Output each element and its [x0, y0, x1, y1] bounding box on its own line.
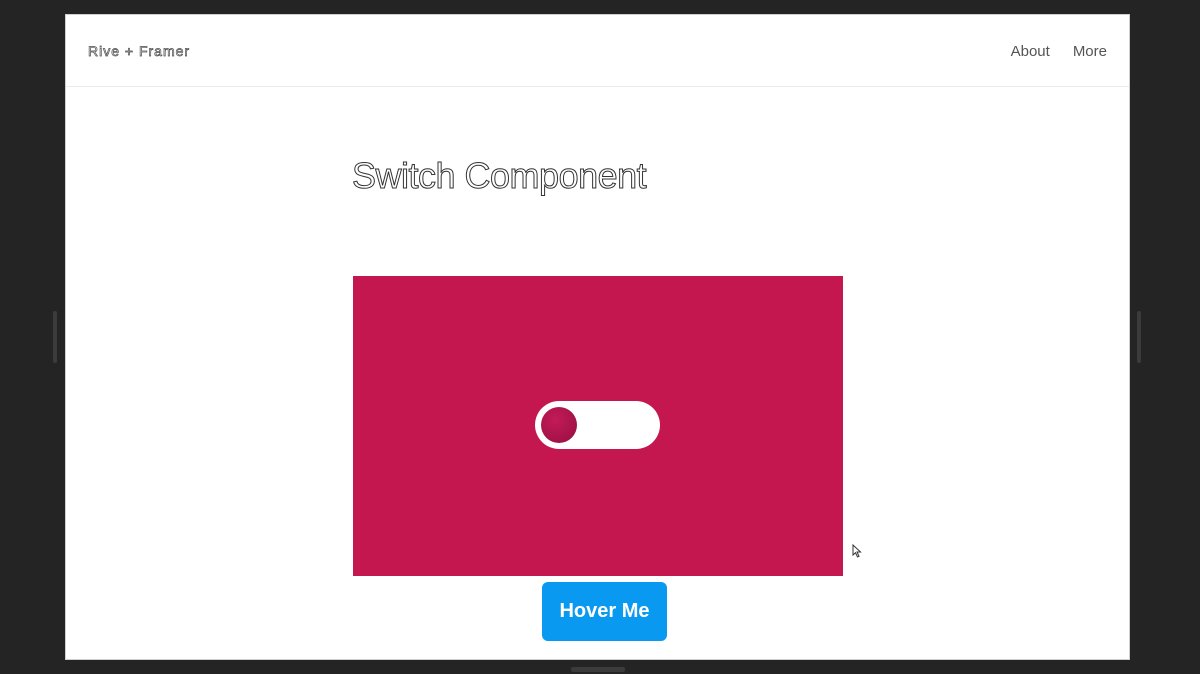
- switch-knob: [541, 407, 577, 443]
- mouse-cursor-icon: [852, 544, 862, 558]
- top-nav: Rive + Framer About More: [66, 15, 1129, 87]
- bottom-resize-handle[interactable]: [571, 667, 625, 672]
- rive-animation-canvas[interactable]: [353, 276, 843, 576]
- page-title: Switch Component: [351, 155, 647, 197]
- preview-frame: Rive + Framer About More Switch Componen…: [65, 14, 1130, 660]
- switch-toggle[interactable]: [535, 401, 660, 449]
- nav-link-more[interactable]: More: [1072, 43, 1107, 60]
- nav-links: About More: [1011, 43, 1107, 60]
- right-resize-handle[interactable]: [1137, 311, 1141, 363]
- site-brand[interactable]: Rive + Framer: [88, 43, 191, 60]
- nav-link-about[interactable]: About: [1010, 43, 1050, 60]
- hover-me-button[interactable]: Hover Me: [542, 582, 667, 641]
- left-resize-handle[interactable]: [53, 311, 57, 363]
